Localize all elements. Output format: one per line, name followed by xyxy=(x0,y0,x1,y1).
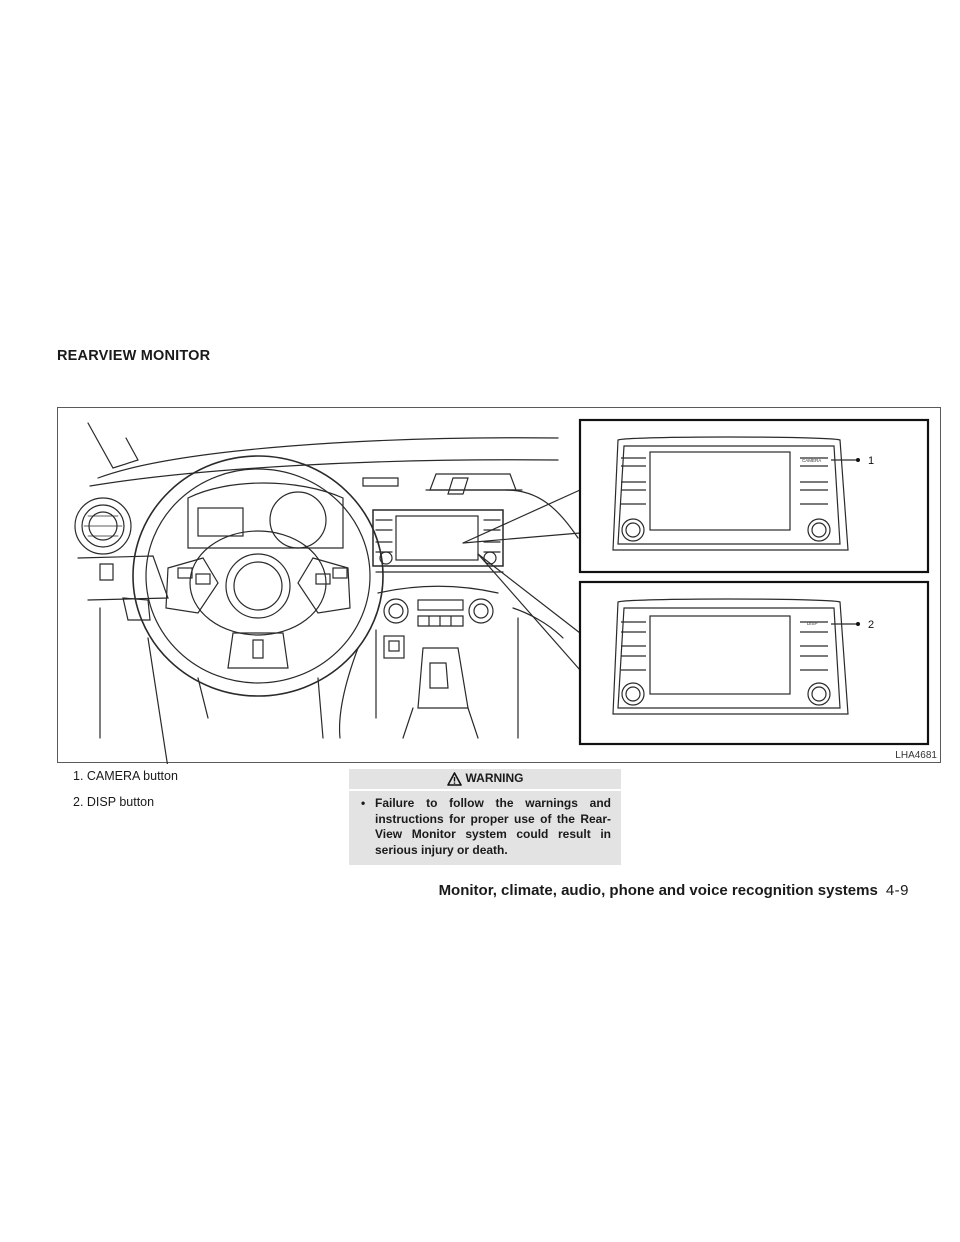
warning-header: WARNING xyxy=(349,769,621,791)
caption-camera-button: 1. CAMERA button xyxy=(73,769,178,783)
caption-disp-button: 2. DISP button xyxy=(73,795,155,809)
warning-heading: WARNING xyxy=(465,771,524,786)
warning-text: Failure to follow the warnings and instr… xyxy=(375,796,611,857)
bullet-icon: • xyxy=(361,796,366,810)
callout-2: 2 xyxy=(868,619,874,631)
dashboard-line-drawing: CAMERA DISP 1 2 xyxy=(74,418,930,764)
page-footer: Monitor, climate, audio, phone and voice… xyxy=(439,882,909,899)
figure-captions: 1. CAMERA button 2. DISP button xyxy=(73,768,178,820)
warning-item: • Failure to follow the warnings and ins… xyxy=(349,791,621,865)
warning-triangle-icon xyxy=(446,772,462,786)
callout-1: 1 xyxy=(868,455,874,467)
figure-id: LHA4681 xyxy=(894,750,938,761)
inset-2-button-label: DISP xyxy=(807,621,818,626)
warning-box: WARNING • Failure to follow the warnings… xyxy=(349,769,621,865)
chapter-title: Monitor, climate, audio, phone and voice… xyxy=(438,882,878,899)
dashboard-illustration: CAMERA DISP 1 2 LHA4681 xyxy=(57,407,941,764)
inset-1-button-label: CAMERA xyxy=(802,458,821,463)
page-number: 4-9 xyxy=(885,882,909,899)
section-title: REARVIEW MONITOR xyxy=(57,348,211,364)
